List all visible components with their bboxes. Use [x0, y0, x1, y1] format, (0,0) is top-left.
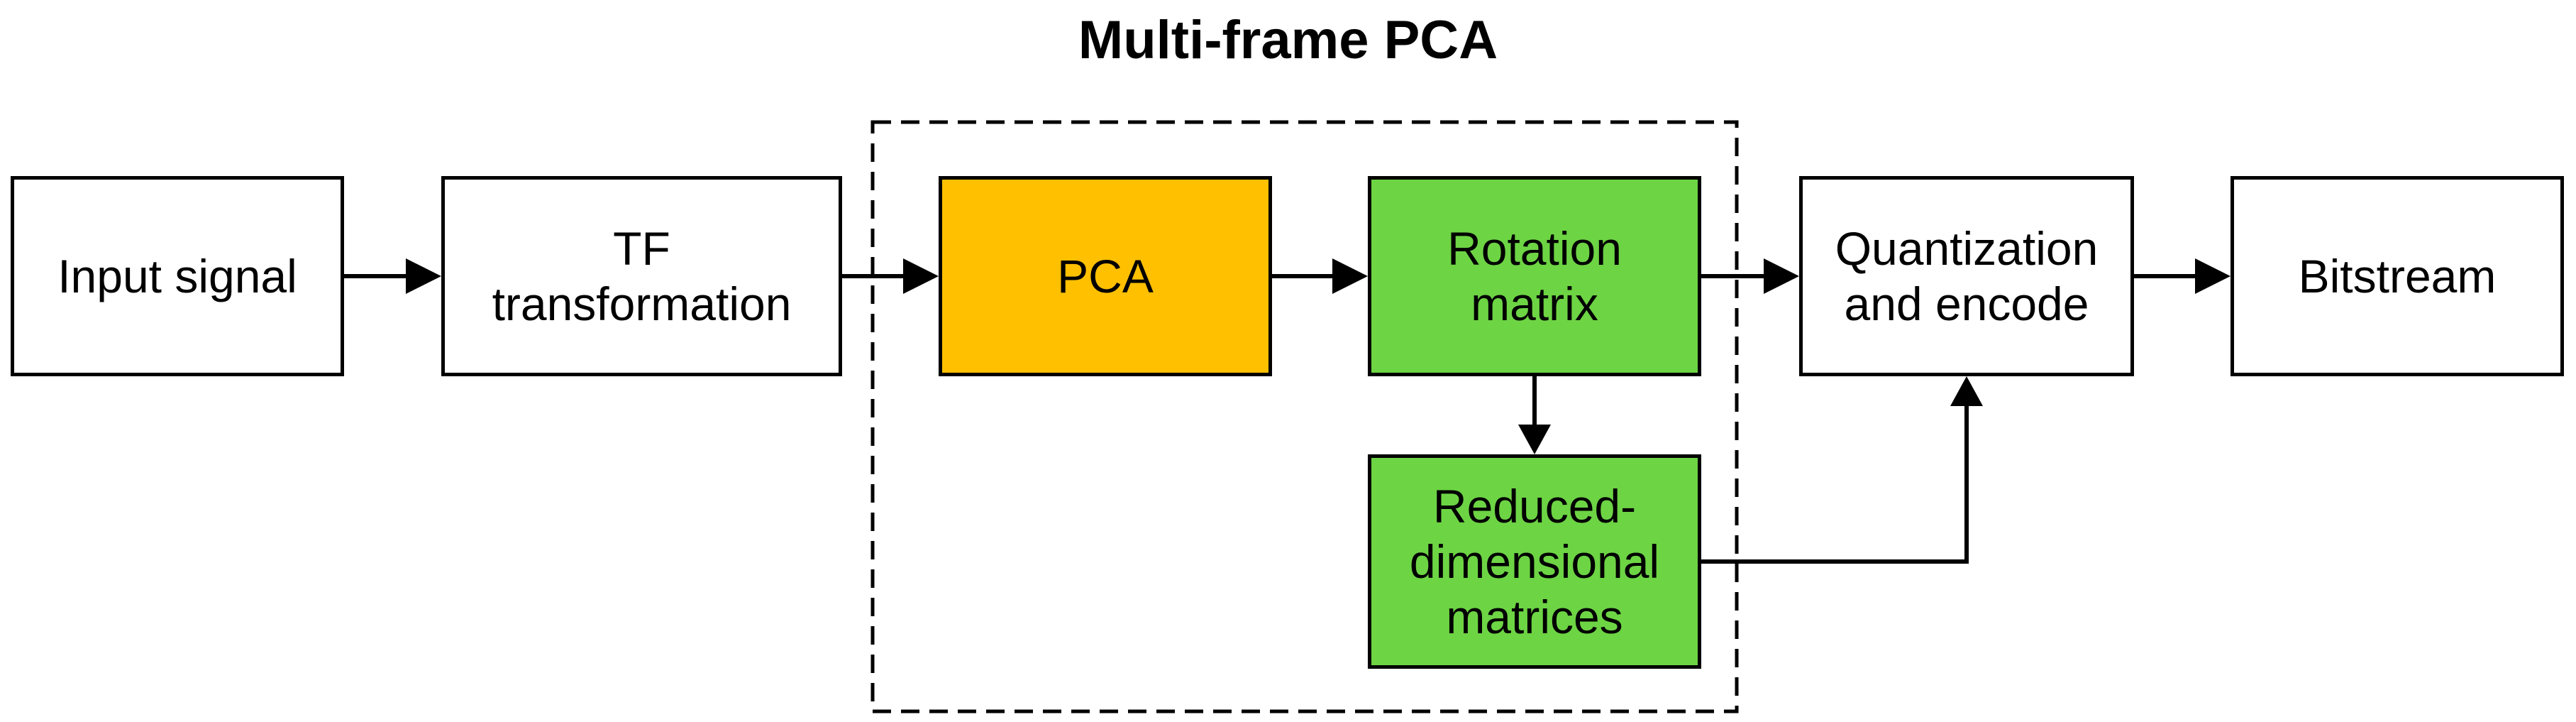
multi-frame-pca-group [870, 120, 1739, 713]
pca-node: PCA [939, 176, 1272, 376]
arrow-pca-to-rotation [1272, 258, 1368, 294]
input-signal-label: Input signal [57, 250, 297, 302]
reduced-dimensional-matrices-label: Reduced- dimensional matrices [1409, 480, 1660, 643]
arrow-quantization-to-bitstream [2134, 258, 2230, 294]
bitstream-label: Bitstream [2298, 250, 2497, 302]
arrow-input-to-tf [344, 258, 441, 294]
rotation-matrix-node: Rotation matrix [1368, 176, 1701, 376]
reduced-dimensional-matrices-node: Reduced- dimensional matrices [1368, 454, 1701, 669]
arrow-rotation-to-quantization [1701, 258, 1799, 294]
tf-transformation-label: TF transformation [492, 222, 792, 330]
diagram-title: Multi-frame PCA [1078, 10, 1498, 70]
pca-label: PCA [1057, 250, 1154, 302]
tf-transformation-node: TF transformation [441, 176, 842, 376]
arrow-reduced-to-quantization [1701, 376, 1983, 564]
quantization-encode-label: Quantization and encode [1835, 222, 2099, 330]
input-signal-node: Input signal [11, 176, 344, 376]
arrow-tf-to-pca [842, 258, 939, 294]
arrow-rotation-to-reduced [1518, 376, 1551, 454]
quantization-encode-node: Quantization and encode [1799, 176, 2134, 376]
rotation-matrix-label: Rotation matrix [1447, 222, 1622, 330]
bitstream-node: Bitstream [2230, 176, 2564, 376]
